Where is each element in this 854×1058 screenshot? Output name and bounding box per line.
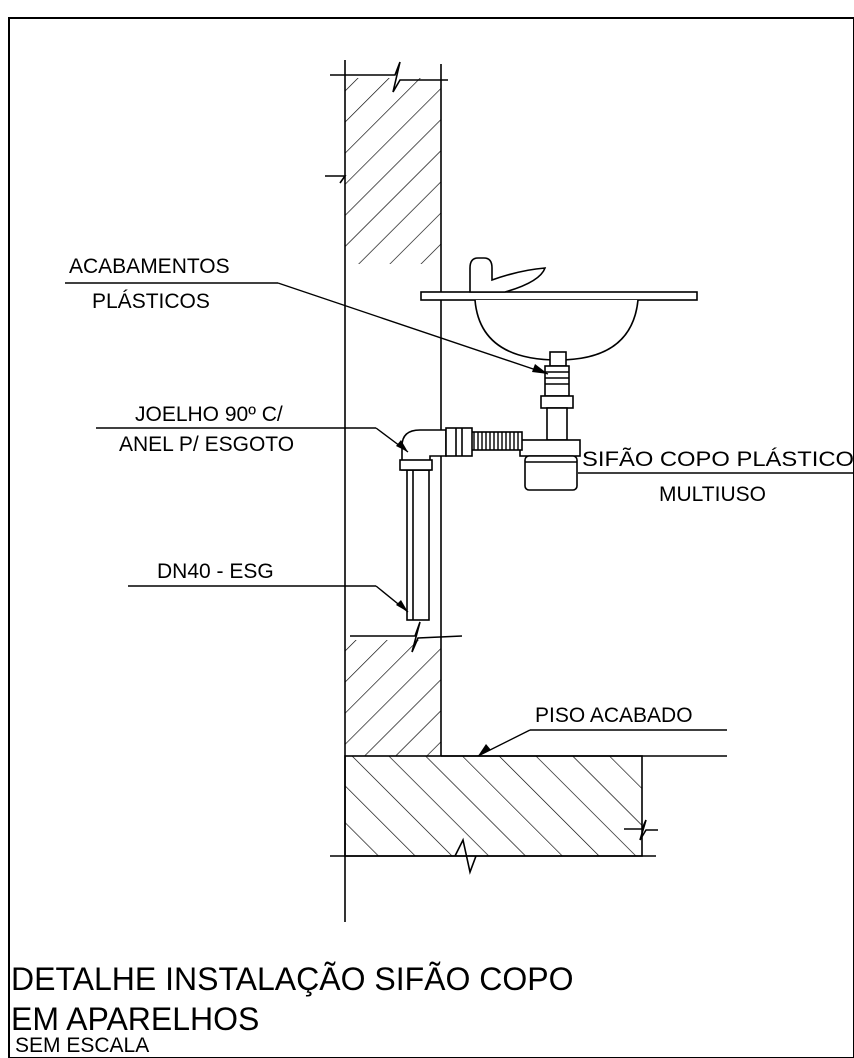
label-piso: PISO ACABADO xyxy=(535,704,693,727)
siphon-assembly xyxy=(469,365,581,491)
faucet-icon xyxy=(469,257,547,293)
label-joelho-line2: ANEL P/ ESGOTO xyxy=(119,433,294,456)
wall-hatch-bottom xyxy=(345,640,441,756)
label-acabamentos-line2: PLÁSTICOS xyxy=(92,290,210,313)
label-dn40: DN40 - ESG xyxy=(157,560,274,583)
floor-slab xyxy=(330,755,727,875)
leader-arrows xyxy=(396,364,548,756)
title-line2: EM APARELHOS xyxy=(11,1001,259,1037)
label-sifao-line1: SIFÃO COPO PLÁSTICO xyxy=(582,447,854,471)
title-line1: DETALHE INSTALAÇÃO SIFÃO COPO xyxy=(11,961,573,997)
siphon-cup xyxy=(524,455,578,491)
label-sifao-line2: MULTIUSO xyxy=(659,483,766,506)
label-joelho-line1: JOELHO 90º C/ xyxy=(135,403,283,426)
wall-hatch-top xyxy=(345,78,441,264)
label-acabamentos-line1: ACABAMENTOS xyxy=(69,255,230,278)
title-scale: SEM ESCALA xyxy=(15,1034,149,1057)
washbasin xyxy=(420,257,698,367)
drain-pipe xyxy=(399,427,473,621)
leader-lines xyxy=(65,282,854,757)
drawing-border xyxy=(8,17,854,1058)
